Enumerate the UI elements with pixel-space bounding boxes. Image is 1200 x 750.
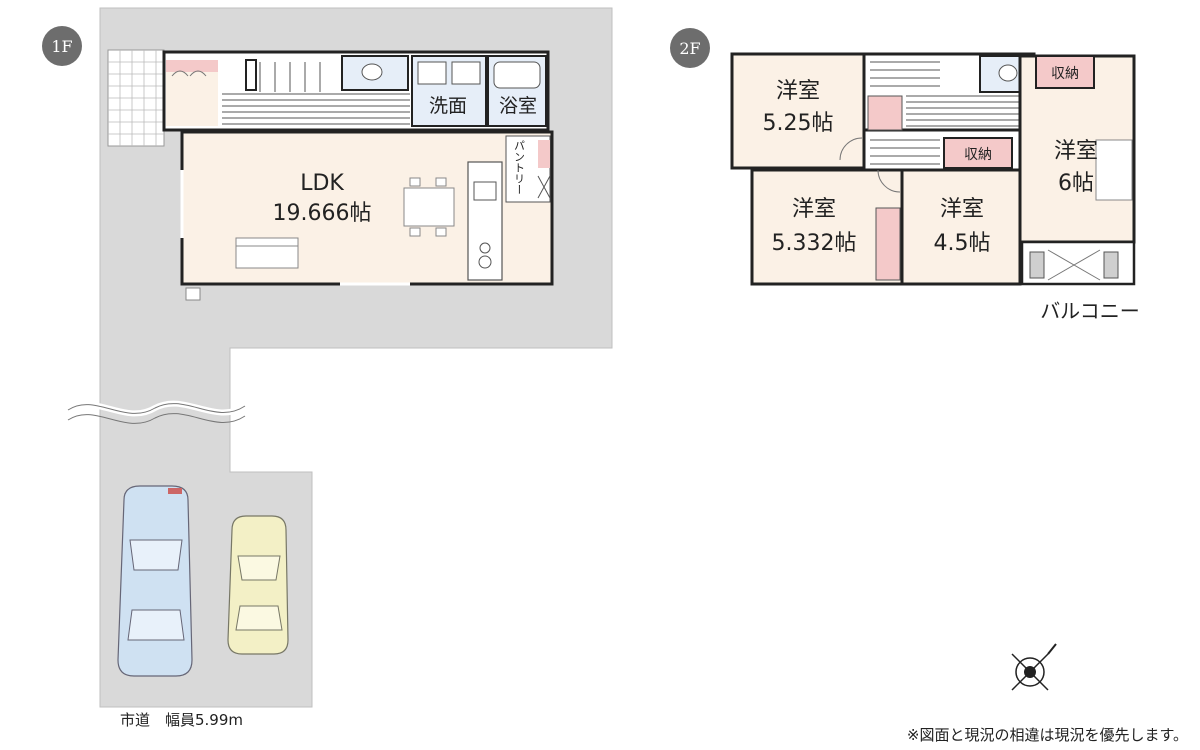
floor1-badge-label: 1F (51, 37, 72, 56)
storage-2-label: 収納 (964, 147, 992, 163)
room-c-name: 洋室 (940, 197, 984, 222)
disclaimer-note: ※図面と現況の相違は現況を優先します。 (907, 726, 1188, 744)
entrance-porch (107, 49, 165, 147)
floor2-badge-label: 2F (679, 39, 700, 58)
floor1-service-strip (162, 50, 550, 132)
room-a-name: 洋室 (776, 79, 820, 104)
floor1-badge: 1F (42, 26, 82, 66)
storage-1-label: 収納 (1051, 66, 1079, 82)
floor2-badge: 2F (670, 28, 710, 68)
washroom-label: 洗面 (429, 95, 467, 117)
ldk-size: 19.666帖 (273, 201, 372, 226)
pantry-label: パントリー (513, 140, 526, 195)
room-d-size: 6帖 (1058, 171, 1094, 196)
room-b-name: 洋室 (792, 197, 836, 222)
car-small (227, 515, 289, 655)
balcony-label: バルコニー (1040, 299, 1140, 323)
north-compass-icon (1011, 643, 1057, 691)
room-c-size: 4.5帖 (934, 231, 991, 256)
ldk-name: LDK (300, 171, 344, 196)
road-label: 市道 幅員5.99m (120, 711, 243, 729)
car-large (117, 485, 193, 677)
room-a-size: 5.25帖 (763, 111, 834, 136)
bathroom-label: 浴室 (499, 95, 537, 117)
floor2-plan (730, 52, 1136, 286)
room-b-size: 5.332帖 (772, 231, 857, 256)
ldk-room (180, 130, 554, 301)
room-d-name: 洋室 (1054, 139, 1098, 164)
